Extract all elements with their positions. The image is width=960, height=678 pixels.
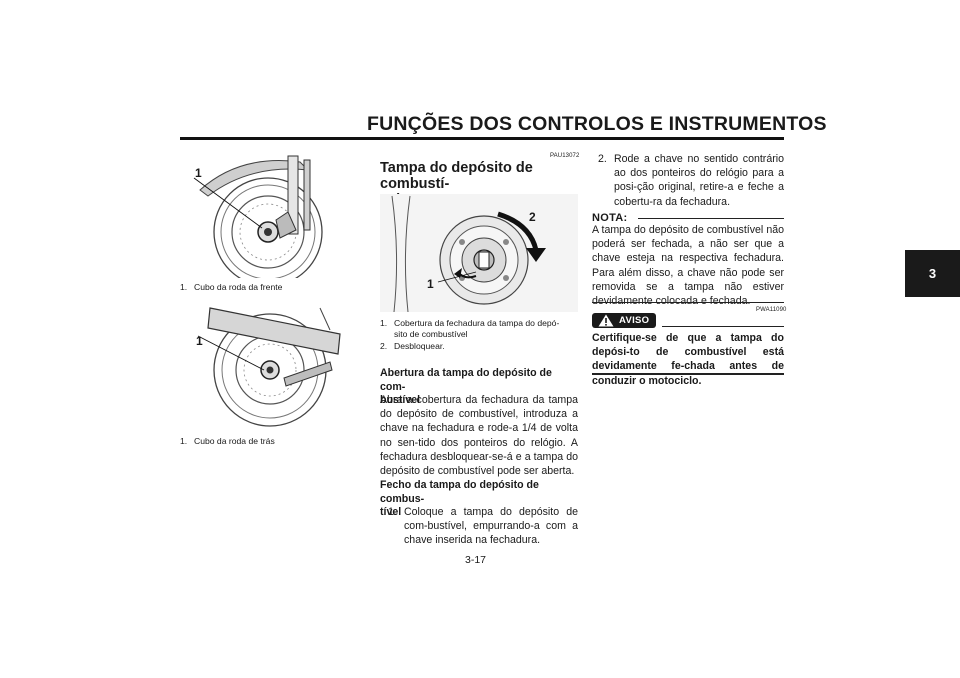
header-rule	[180, 137, 784, 140]
fuel-caption-number: 1.	[380, 318, 388, 328]
warning-code: PWA11090	[756, 307, 787, 313]
fuel-tank-cap-figure	[380, 194, 578, 312]
page-number: 3-17	[465, 554, 487, 566]
fuel-caption-number: 2.	[380, 341, 388, 351]
rear-wheel-hub-figure	[180, 300, 350, 428]
section-code: PAU13072	[550, 153, 580, 159]
opening-heading-line1: Abertura da tampa do depósito de com-	[380, 367, 552, 393]
closing-heading-line2: tível	[380, 506, 402, 519]
fuel-figure-captions: 1. Cobertura da fechadura da tampa do de…	[380, 318, 580, 352]
chapter-tab: 3	[905, 250, 960, 297]
fuel-caption-line2: sito de combustível	[394, 329, 468, 339]
closing-heading: Fecho da tampa do depósito de combus- tí…	[380, 479, 580, 520]
section-title-line1: Tampa do depósito de combustí-	[380, 160, 533, 192]
figure1-caption-text: Cubo da roda da frente	[194, 282, 283, 292]
fuel-figure-callout-1: 1	[427, 277, 434, 291]
fuel-figure-callout-2: 2	[529, 210, 536, 224]
fuel-caption-item: 1. Cobertura da fechadura da tampa do de…	[380, 318, 580, 340]
closing-step-number: 1.	[388, 506, 397, 518]
front-wheel-hub-figure	[180, 150, 330, 278]
fuel-caption-item: 2. Desbloquear.	[380, 341, 580, 352]
opening-heading: Abertura da tampa do depósito de com- bu…	[380, 367, 580, 408]
closing-step: 2. Rode a chave no sentido contrário ao …	[598, 152, 784, 209]
figure1-caption-number: 1.	[180, 282, 188, 292]
warning-label: AVISO	[619, 315, 650, 326]
note-label: NOTA:	[592, 212, 628, 224]
closing-step-text: Rode a chave no sentido contrário ao dos…	[614, 153, 784, 208]
closing-step-number: 2.	[598, 153, 607, 165]
figure2-caption-text: Cubo da roda de trás	[194, 436, 275, 446]
fuel-caption-text: Cobertura da fechadura da tampa do depó-…	[390, 318, 559, 340]
figure2-caption: 1. Cubo da roda de trás	[180, 436, 330, 447]
figure1-caption: 1. Cubo da roda da frente	[180, 282, 330, 293]
warning-text: Certifique-se de que a tampa do depósi-t…	[592, 332, 784, 387]
warning-bottom-rule	[592, 373, 784, 375]
fuel-caption-text: Desbloquear.	[394, 341, 445, 351]
page-header-title: FUNÇÕES DOS CONTROLOS E INSTRUMENTOS	[367, 113, 827, 135]
figure2-caption-number: 1.	[180, 436, 188, 446]
warning-badge: AVISO	[592, 313, 656, 328]
closing-heading-line1: Fecho da tampa do depósito de combus-	[380, 479, 539, 505]
note-text: A tampa do depósito de combustível não p…	[592, 224, 784, 307]
warning-header-rule	[662, 326, 784, 327]
note-header: NOTA:	[592, 208, 784, 224]
figure1-callout-label: 1	[195, 166, 202, 180]
fuel-caption-line1: Cobertura da fechadura da tampa do depó-	[394, 318, 560, 328]
closing-step-text: Coloque a tampa do depósito de com-bustí…	[404, 506, 578, 547]
note-rule	[638, 218, 784, 219]
opening-text: Abra a cobertura da fechadura da tampa d…	[380, 394, 578, 478]
note-bottom-rule	[592, 302, 784, 303]
chapter-tab-number: 3	[928, 266, 937, 281]
warning-triangle-icon	[598, 314, 614, 327]
opening-heading-line2: bustível	[380, 394, 421, 407]
closing-step: 1. Coloque a tampa do depósito de com-bu…	[388, 505, 578, 548]
figure2-callout-label: 1	[196, 334, 203, 348]
